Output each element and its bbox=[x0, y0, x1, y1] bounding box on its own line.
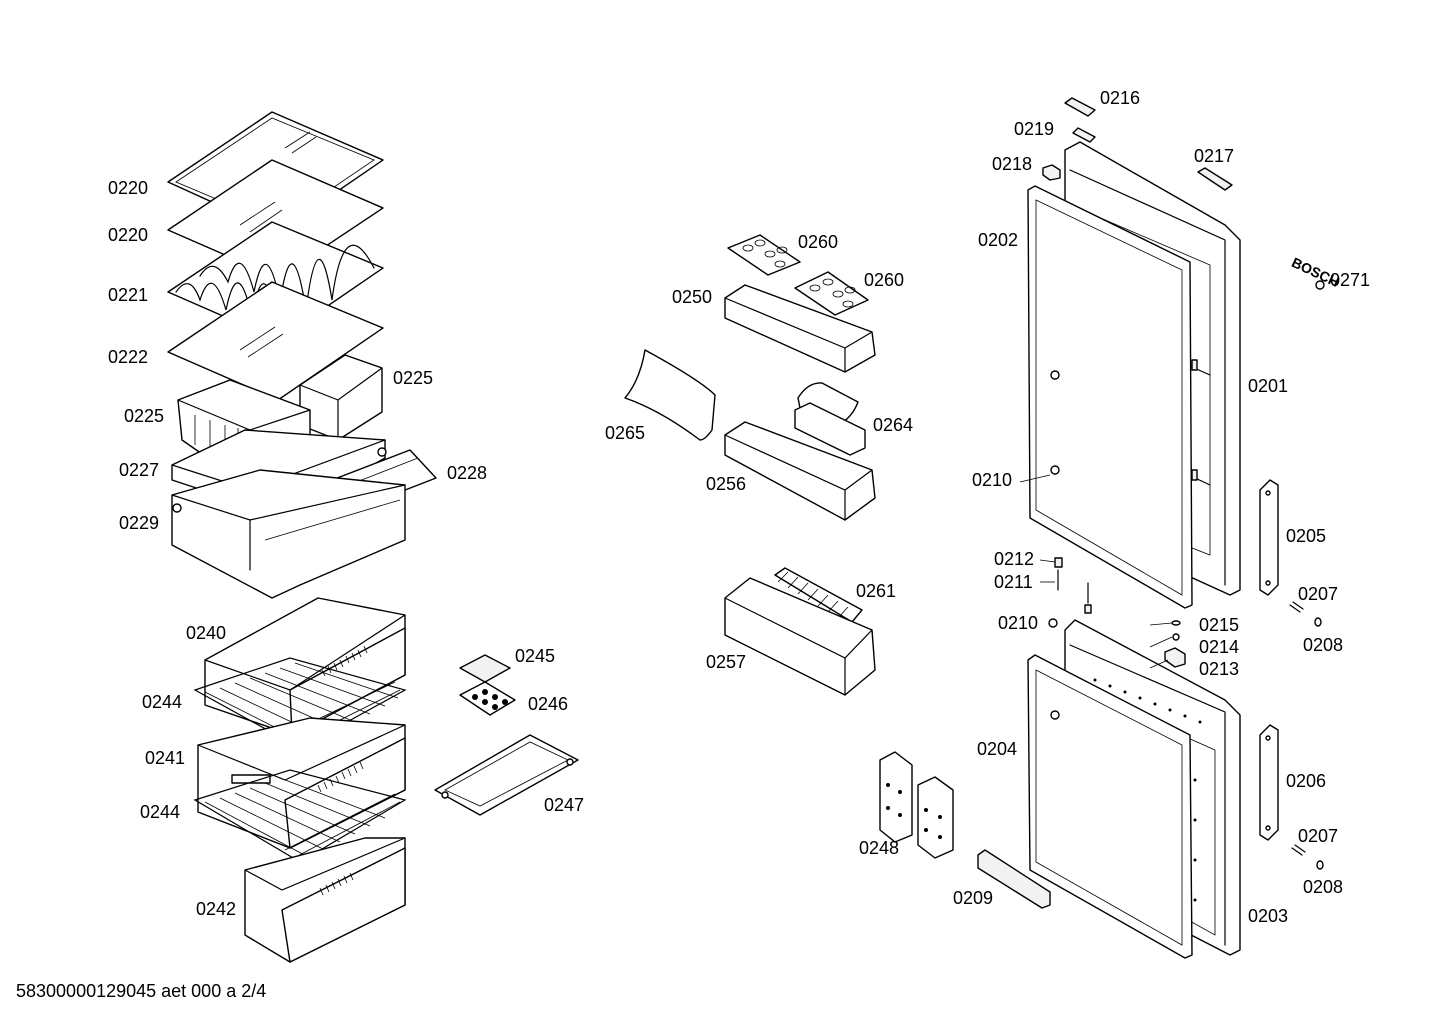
label-0247: 0247 bbox=[544, 795, 584, 815]
door-shelf-0250 bbox=[724, 284, 876, 373]
label-0207-a: 0207 bbox=[1298, 584, 1338, 604]
screw-0207-lower bbox=[1291, 844, 1306, 856]
bushing-0212 bbox=[1054, 557, 1063, 568]
part-0219 bbox=[1072, 127, 1096, 143]
label-0205: 0205 bbox=[1286, 526, 1326, 546]
label-0260-a: 0260 bbox=[798, 232, 838, 252]
diagram-footer-code: 58300000129045 aet 000 a 2/4 bbox=[16, 981, 266, 1001]
label-0257: 0257 bbox=[706, 652, 746, 672]
label-0214: 0214 bbox=[1199, 637, 1239, 657]
label-0217: 0217 bbox=[1194, 146, 1234, 166]
door-seal-0204 bbox=[1027, 654, 1193, 959]
hinge-pin-0211 bbox=[1057, 569, 1092, 614]
label-0256: 0256 bbox=[706, 474, 746, 494]
label-0240: 0240 bbox=[186, 623, 226, 643]
label-0229: 0229 bbox=[119, 513, 159, 533]
egg-tray-0260-a bbox=[727, 234, 801, 276]
door-seal-0202 bbox=[1027, 185, 1193, 609]
label-0227: 0227 bbox=[119, 460, 159, 480]
label-0215: 0215 bbox=[1199, 615, 1239, 635]
hinge-cover-0216 bbox=[1064, 97, 1096, 117]
cold-packs-0248 bbox=[879, 751, 954, 859]
label-0208-a: 0208 bbox=[1303, 635, 1343, 655]
label-0210-a: 0210 bbox=[972, 470, 1012, 490]
label-0244-b: 0244 bbox=[140, 802, 180, 822]
drawer-0241 bbox=[197, 717, 406, 849]
handle-0206 bbox=[1259, 724, 1279, 841]
label-0207-b: 0207 bbox=[1298, 826, 1338, 846]
leader-lines bbox=[1019, 474, 1173, 669]
label-0212: 0212 bbox=[994, 549, 1034, 569]
label-0218: 0218 bbox=[992, 154, 1032, 174]
screw-0210-lower bbox=[1048, 618, 1058, 628]
label-0225-b: 0225 bbox=[124, 406, 164, 426]
label-0201: 0201 bbox=[1248, 376, 1288, 396]
label-0220-b: 0220 bbox=[108, 225, 148, 245]
label-0225-a: 0225 bbox=[393, 368, 433, 388]
screw-0207-upper bbox=[1289, 601, 1304, 613]
label-0208-b: 0208 bbox=[1303, 877, 1343, 897]
small-parts-0213-0215 bbox=[1164, 620, 1186, 668]
washer-0208-lower bbox=[1316, 860, 1324, 870]
label-0222: 0222 bbox=[108, 347, 148, 367]
part-0217 bbox=[1197, 167, 1233, 191]
label-0264: 0264 bbox=[873, 415, 913, 435]
label-0216: 0216 bbox=[1100, 88, 1140, 108]
label-0210-b: 0210 bbox=[998, 613, 1038, 633]
label-0211: 0211 bbox=[994, 572, 1033, 592]
label-0244-a: 0244 bbox=[142, 692, 182, 712]
label-0241: 0241 bbox=[145, 748, 185, 768]
label-0261: 0261 bbox=[856, 581, 896, 601]
label-0202: 0202 bbox=[978, 230, 1018, 250]
rack-0244-lower bbox=[193, 769, 407, 863]
door-shelf-0256 bbox=[724, 421, 876, 521]
ice-tray-lid-0245 bbox=[459, 654, 511, 683]
label-0220-a: 0220 bbox=[108, 178, 148, 198]
label-0271: 0271 bbox=[1330, 270, 1370, 290]
label-0245: 0245 bbox=[515, 646, 555, 666]
label-0265: 0265 bbox=[605, 423, 645, 443]
label-0204: 0204 bbox=[977, 739, 1017, 759]
label-0228: 0228 bbox=[447, 463, 487, 483]
label-0242: 0242 bbox=[196, 899, 236, 919]
freezer-drawer-0229 bbox=[171, 469, 406, 599]
bottle-retainer-0261 bbox=[774, 567, 863, 623]
label-0219: 0219 bbox=[1014, 119, 1054, 139]
label-0203: 0203 bbox=[1248, 906, 1288, 926]
washer-0208-upper bbox=[1314, 617, 1322, 627]
label-0246: 0246 bbox=[528, 694, 568, 714]
butter-dish-0264 bbox=[794, 382, 866, 456]
ice-cube-tray-0246 bbox=[459, 681, 516, 716]
door-shelf-0257 bbox=[724, 577, 876, 696]
label-0248: 0248 bbox=[859, 838, 899, 858]
label-0250: 0250 bbox=[672, 287, 712, 307]
tray-0247 bbox=[434, 734, 579, 816]
egg-tray-0260-b bbox=[794, 271, 869, 316]
label-0260-b: 0260 bbox=[864, 270, 904, 290]
callout-labels: 0220 0220 0221 0222 0225 0225 0227 0228 … bbox=[108, 88, 1370, 926]
label-0221: 0221 bbox=[108, 285, 148, 305]
cover-0265 bbox=[624, 349, 716, 441]
drawer-0242 bbox=[244, 837, 406, 963]
handle-0205 bbox=[1259, 479, 1279, 596]
label-0209: 0209 bbox=[953, 888, 993, 908]
part-0218 bbox=[1042, 164, 1061, 181]
label-0213: 0213 bbox=[1199, 659, 1239, 679]
plinth-0209 bbox=[977, 849, 1051, 909]
label-0206: 0206 bbox=[1286, 771, 1326, 791]
